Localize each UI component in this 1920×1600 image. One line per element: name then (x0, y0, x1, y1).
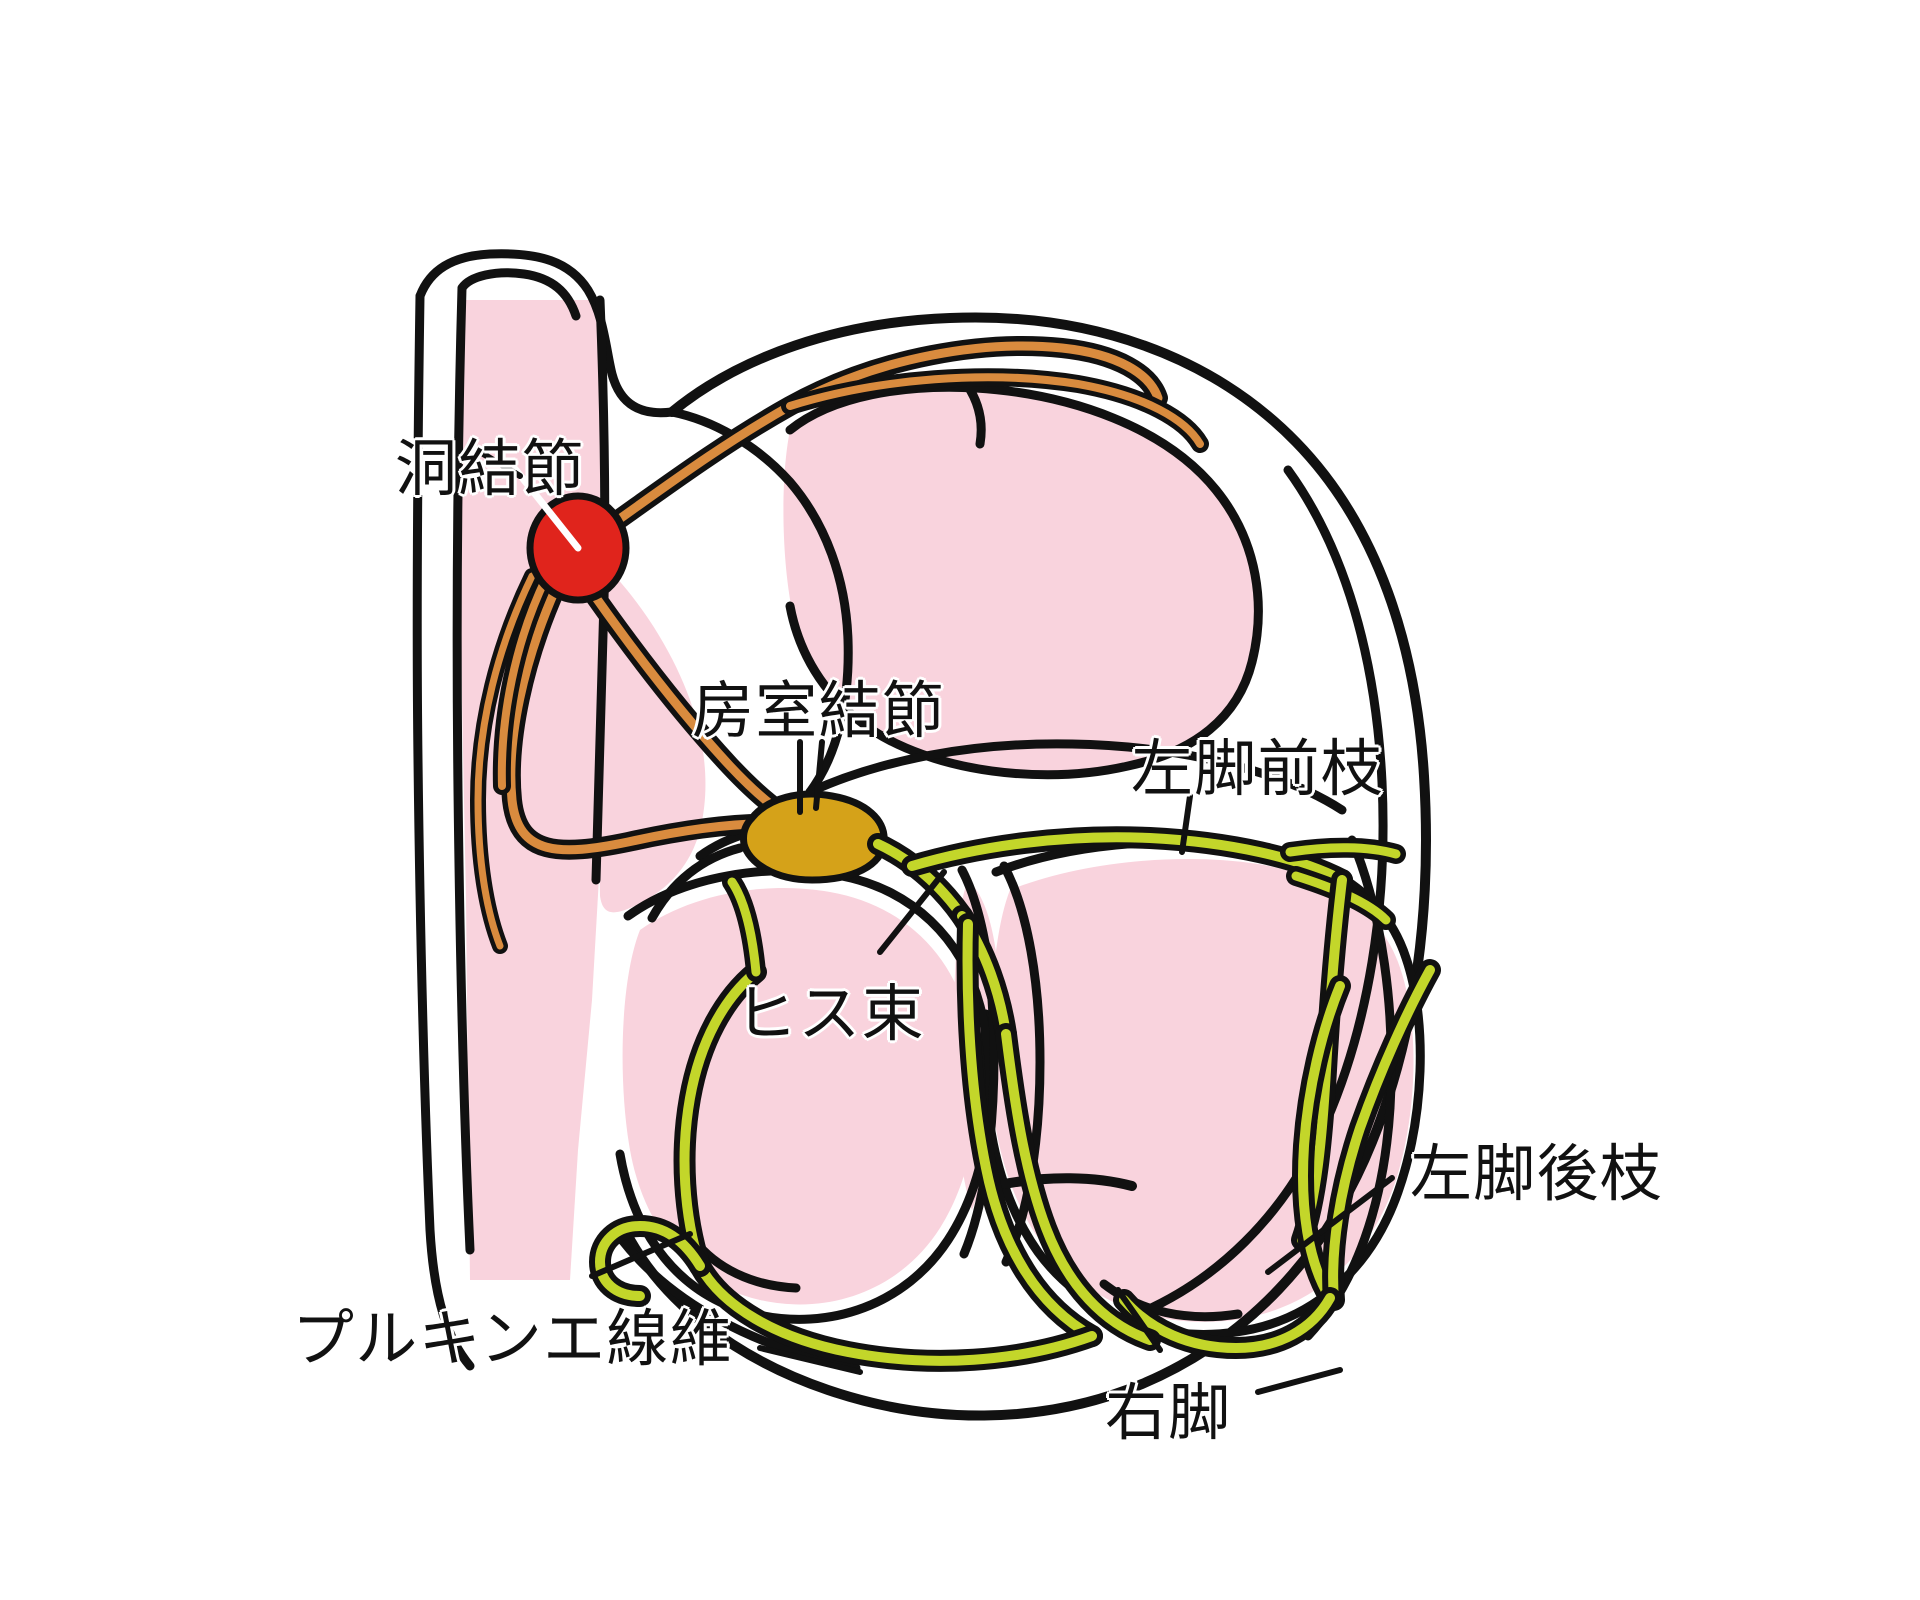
tricuspid-leaflet-2 (647, 843, 745, 923)
septum-left-line (957, 865, 999, 1259)
moderator-band (999, 1173, 1137, 1191)
outer-wall-inner-border (1123, 465, 1388, 1323)
purkinje-upper-branch-fiber (727, 877, 761, 977)
leader-right-bundle-tail (1255, 1367, 1343, 1395)
svc-outer-left-wall (412, 291, 475, 1371)
svc-top-fold (415, 249, 677, 418)
laf-fork-upper-fiber (1285, 843, 1401, 859)
heart-outlines (412, 249, 1431, 1421)
lpf-branch-right-fiber (1328, 965, 1435, 1305)
purkinje-apex-main-fiber (695, 1261, 1097, 1366)
purkinje-rv-wall-fiber (679, 967, 761, 1271)
leader-lpf (1265, 1175, 1395, 1275)
right-bundle-branch-fiber (1001, 1029, 1155, 1345)
internodal-left-fiber (497, 574, 550, 790)
lpf-branch-left-fiber (1298, 981, 1345, 1303)
leader-laf (1179, 793, 1193, 855)
av-groove-left (805, 739, 1347, 815)
leader-lines (477, 449, 1395, 1395)
leader-purkinje-tail (757, 1345, 863, 1375)
internodal-anterior-fiber (573, 341, 1163, 553)
internodal-roof-fiber (786, 373, 1204, 448)
internodal-posterior-fiber (506, 583, 811, 855)
internodal-far-left-fiber (474, 572, 536, 950)
septum-right-line (999, 861, 1045, 1267)
leader-right-bundle (1115, 1287, 1163, 1353)
heart-outer-silhouette (623, 312, 1431, 1421)
purkinje-hook-fiber (595, 1221, 705, 1301)
left-atrium-fill (783, 391, 1256, 771)
leader-sinus-node-outer (477, 449, 523, 479)
right-ventricle-fill (622, 888, 977, 1305)
conduction-green-system (589, 826, 1441, 1372)
leader-av-node-b (813, 739, 825, 811)
left-atrium-outline (785, 382, 1263, 780)
svc-inner-left-wall (452, 283, 475, 1255)
svc-inner-top (457, 268, 581, 321)
leader-his (877, 869, 947, 955)
lpf-apex-loop-fiber (1119, 1293, 1335, 1353)
leader-purkinje (589, 1231, 693, 1279)
leader-sinus-node (512, 466, 582, 552)
right-bundle-parallel-fiber (962, 919, 1097, 1341)
